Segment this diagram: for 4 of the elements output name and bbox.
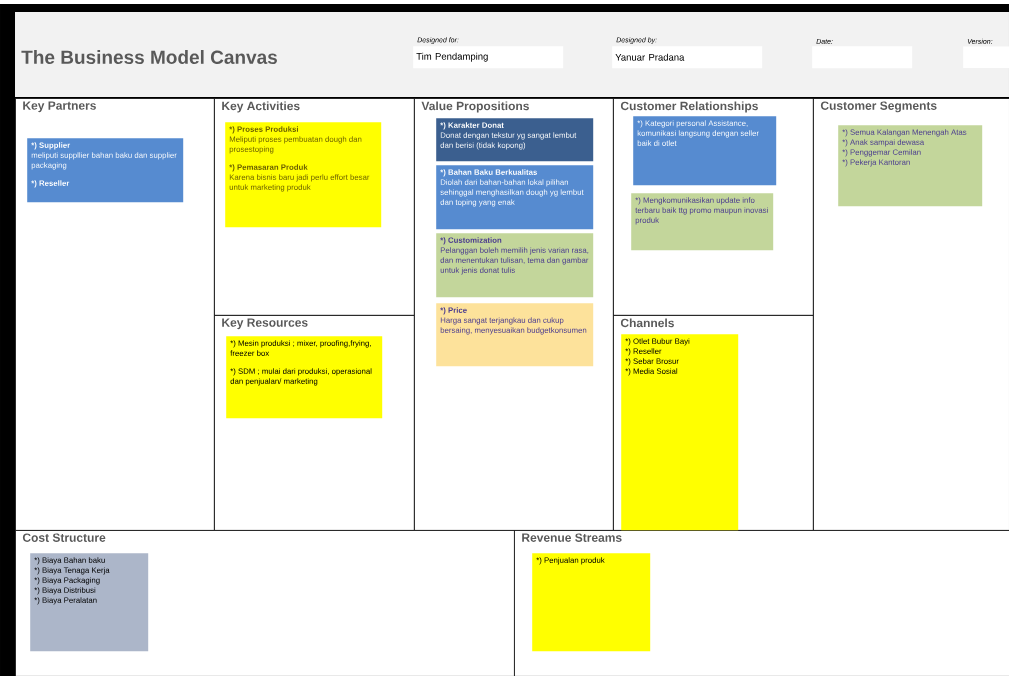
input-field: Yanuar Pradana — [612, 46, 763, 69]
node-label: Cost Structure — [22, 533, 106, 542]
title: The Business Model Canvas — [21, 50, 277, 64]
input-field: Tim Pendamping — [413, 46, 564, 69]
